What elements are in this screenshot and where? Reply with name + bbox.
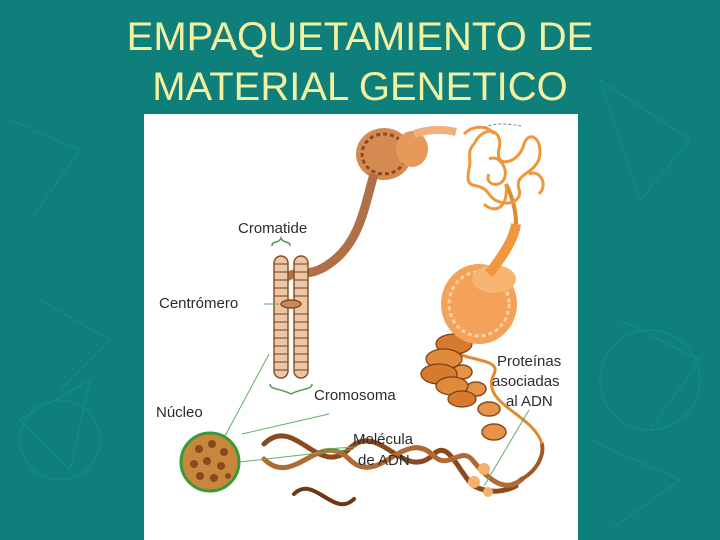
- label-molecula-line1: Molécula: [353, 431, 414, 448]
- title-line-2: MATERIAL GENETICO: [152, 65, 568, 109]
- label-proteinas-line3: al ADN: [506, 393, 553, 410]
- label-nucleo: Núcleo: [156, 404, 203, 421]
- fiber-link: [483, 123, 523, 129]
- label-proteinas-line2: asociadas: [492, 373, 560, 390]
- chromatin-fiber: [420, 333, 477, 408]
- label-molecula-line2: de ADN: [358, 452, 410, 469]
- slide-title: EMPAQUETAMIENTO DE MATERIAL GENETICO: [0, 12, 720, 112]
- label-proteinas-line1: Proteínas: [497, 353, 561, 370]
- chromosome: [273, 255, 309, 379]
- cromosoma-brace: [269, 383, 313, 395]
- nucleus: [179, 431, 241, 493]
- looped-domain: [441, 183, 521, 344]
- label-cromatide: Cromatide: [238, 220, 307, 237]
- coiled-fiber: [280, 125, 457, 283]
- cromatide-brace: [271, 235, 291, 247]
- chromatin-loops: [462, 125, 545, 211]
- dna-packaging-figure: Cromatide Centrómero Cromosoma Núcleo Mo…: [144, 114, 578, 540]
- label-cromosoma: Cromosoma: [314, 387, 396, 404]
- title-line-1: EMPAQUETAMIENTO DE: [126, 15, 594, 59]
- label-centromero: Centrómero: [159, 295, 238, 312]
- leader-lines: [224, 303, 530, 487]
